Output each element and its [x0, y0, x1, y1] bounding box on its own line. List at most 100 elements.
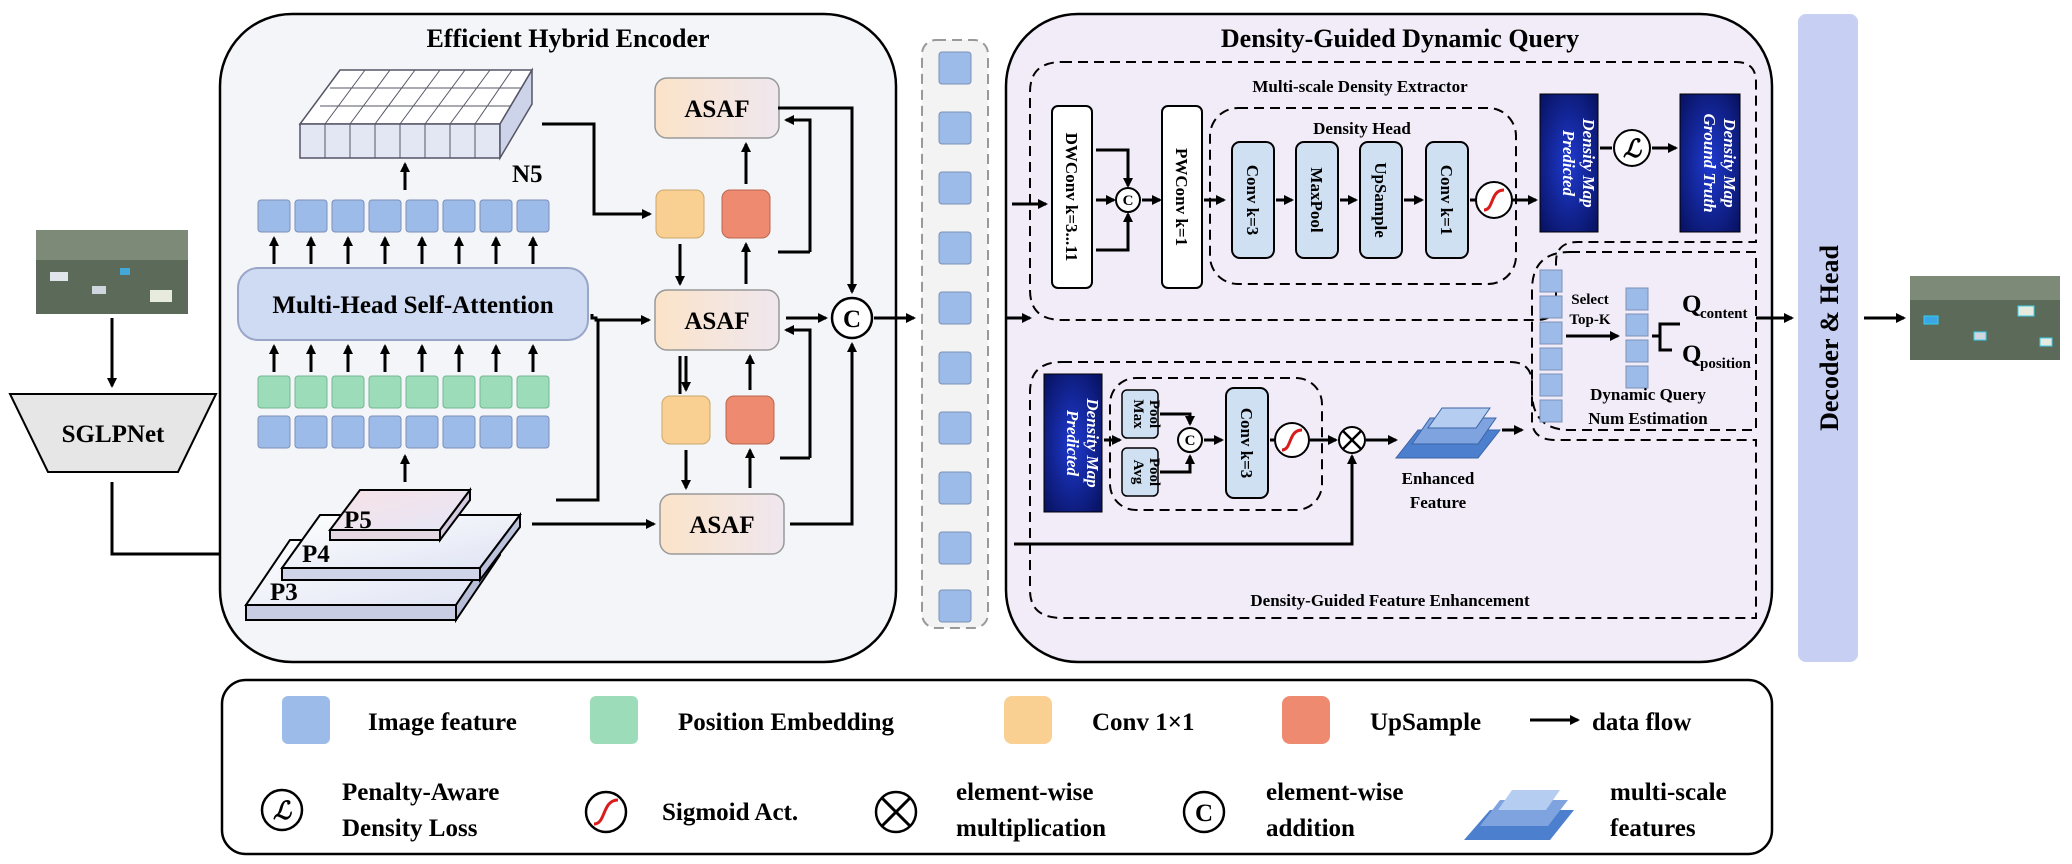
- mhsa-in-arrows: [269, 344, 538, 372]
- flow-line: [1652, 322, 1680, 338]
- density-head-maxpool: MaxPool: [1295, 141, 1339, 259]
- svg-text:C: C: [1185, 433, 1196, 449]
- svg-text:Conv k=3: Conv k=3: [1243, 165, 1262, 236]
- density-head-conv-k3: Conv k=3: [1231, 141, 1275, 259]
- dgfe-title: Density-Guided Feature Enhancement: [1250, 591, 1530, 610]
- predicted-density-map-top: Predicted Density Map: [1539, 93, 1599, 233]
- dgdq-title: Density-Guided Dynamic Query: [1221, 24, 1579, 53]
- dqne-label-1: Dynamic Query: [1590, 385, 1706, 404]
- legend-sigmoid: Sigmoid Act.: [662, 799, 798, 826]
- dgfe-conv-k3: Conv k=3: [1225, 387, 1269, 499]
- legend-multiscale-2: features: [1610, 815, 1696, 842]
- legend-sigmoid-icon: [584, 790, 628, 834]
- dwconv-label: DWConv k=3...11: [1062, 133, 1081, 262]
- svg-text:Predicted: Predicted: [1063, 409, 1082, 477]
- p4-label: P4: [302, 541, 330, 568]
- q-content-label: Q content: [1682, 291, 1748, 322]
- svg-text:MaxPool: MaxPool: [1307, 167, 1326, 232]
- svg-text:Conv k=3: Conv k=3: [1237, 408, 1256, 479]
- legend-position-embedding-swatch: [590, 696, 638, 744]
- msde-arrows: [1096, 148, 1162, 252]
- n5-label: N5: [512, 161, 543, 188]
- position-embedding-row: [257, 375, 550, 409]
- image-feature-row: [257, 415, 550, 449]
- msde-concat-symbol: C: [1115, 187, 1141, 213]
- p5-label: P5: [344, 507, 372, 534]
- svg-text:C: C: [1123, 193, 1134, 209]
- svg-text:Density Map: Density Map: [1720, 117, 1739, 207]
- dgfe-region: Density-Guided Feature Enhancement: [1029, 361, 1757, 619]
- legend-mult-2: multiplication: [956, 815, 1106, 842]
- svg-text:ℒ: ℒ: [273, 798, 292, 825]
- legend-image-feature: Image feature: [368, 709, 517, 736]
- decoder-head-block: Decoder & Head: [1798, 14, 1858, 662]
- enhanced-feature-stack: [1394, 407, 1502, 459]
- pool-arrows: [1160, 412, 1224, 474]
- density-head-upsample: UpSample: [1359, 141, 1403, 259]
- legend-conv1x1: Conv 1×1: [1092, 709, 1194, 736]
- output-image: [1910, 276, 2060, 360]
- legend-position-embedding: Position Embedding: [678, 709, 895, 736]
- legend-data-flow: data flow: [1592, 709, 1691, 736]
- ground-truth-density-map: Ground Truth Density Map: [1679, 93, 1741, 233]
- asaf-block-middle: ASAF: [654, 289, 780, 351]
- sglpnet-label: SGLPNet: [62, 421, 165, 448]
- n5-feature-grid: [298, 67, 534, 161]
- svg-text:position: position: [1700, 356, 1752, 372]
- asaf-block-top: ASAF: [654, 77, 780, 139]
- flow-arrow: [1014, 454, 1357, 546]
- svg-text:C: C: [1195, 800, 1213, 827]
- loss-symbol: ℒ: [1613, 129, 1651, 167]
- upsample-block-bottom: [725, 395, 775, 445]
- decoder-label: Decoder & Head: [1815, 245, 1844, 431]
- legend-multiscale-icon: [1464, 790, 1574, 840]
- conv1x1-block-top: [655, 189, 705, 239]
- density-head-title: Density Head: [1313, 119, 1411, 138]
- selected-token-column: [1625, 287, 1649, 389]
- conv1x1-block-bottom: [661, 395, 711, 445]
- mhsa-block: Multi-Head Self-Attention: [237, 267, 589, 341]
- sigmoid-icon-bottom: [1274, 422, 1310, 458]
- legend-mult-1: element-wise: [956, 779, 1093, 806]
- svg-text:Ground Truth: Ground Truth: [1700, 113, 1719, 212]
- encoder-title: Efficient Hybrid Encoder: [426, 24, 709, 53]
- concat-symbol: C: [830, 296, 874, 340]
- svg-text:Q: Q: [1682, 291, 1701, 318]
- svg-text:Pool: Pool: [1146, 458, 1162, 486]
- avg-pool-block: Avg Pool: [1121, 447, 1162, 497]
- svg-text:C: C: [843, 306, 861, 333]
- density-guided-dynamic-query: Density-Guided Dynamic Query: [1004, 12, 1774, 664]
- svg-text:UpSample: UpSample: [1371, 162, 1390, 238]
- legend-add-icon: C: [1182, 790, 1226, 834]
- asaf-bottom-label: ASAF: [689, 512, 754, 539]
- predicted-density-map-bottom: Predicted Density Map: [1043, 373, 1103, 513]
- density-head-region: Density Head: [1209, 107, 1517, 285]
- p3-label: P3: [270, 579, 298, 606]
- max-pool-block: Max Pool: [1121, 389, 1162, 439]
- svg-text:Density Map: Density Map: [1579, 117, 1598, 207]
- legend-loss-2: Density Loss: [342, 815, 478, 842]
- dqne-region: [1531, 251, 1757, 431]
- legend-add-2: addition: [1266, 815, 1355, 842]
- encoder-flow-arrows: [532, 106, 916, 529]
- svg-text:Q: Q: [1682, 341, 1701, 368]
- pool-region: [1109, 377, 1323, 511]
- svg-text:ℒ: ℒ: [1623, 136, 1642, 163]
- svg-text:Density Map: Density Map: [1083, 397, 1102, 487]
- select-label-2: Top-K: [1569, 312, 1610, 328]
- msde-title: Multi-scale Density Extractor: [1252, 77, 1468, 96]
- msde-region: Multi-scale Density Extractor: [1029, 61, 1757, 321]
- mhsa-up-arrows: [269, 236, 538, 264]
- mult-symbol: [1338, 426, 1366, 454]
- flow-arrow: [110, 482, 256, 559]
- dqne-token-column: [1539, 269, 1563, 423]
- legend-loss-icon: ℒ: [260, 788, 304, 832]
- asaf-top-label: ASAF: [684, 96, 749, 123]
- svg-text:Avg: Avg: [1130, 460, 1146, 485]
- input-image: [36, 230, 188, 314]
- flow-line: [1658, 336, 1672, 352]
- enhanced-feature-label-1: Enhanced: [1402, 469, 1475, 488]
- svg-text:content: content: [1700, 306, 1748, 322]
- asaf-block-bottom: ASAF: [659, 493, 785, 555]
